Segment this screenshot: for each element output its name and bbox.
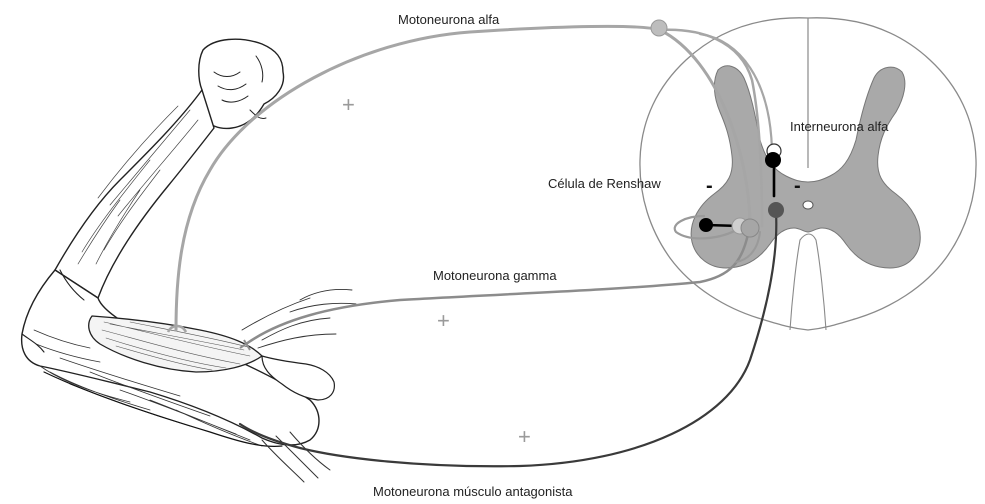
minus-sign-interneuron: - [794, 175, 801, 197]
label-gamma-motor: Motoneurona gamma [433, 268, 557, 283]
fist-outline [199, 39, 284, 128]
label-antagonist-motor: Motoneurona músculo antagonista [373, 484, 573, 499]
label-alpha-motor: Motoneurona alfa [398, 12, 500, 27]
plus-sign-gamma: + [437, 308, 450, 333]
forearm-outline [55, 90, 214, 298]
minus-sign-renshaw: - [706, 175, 713, 197]
plus-sign-alpha: + [342, 92, 355, 117]
arm-illustration [22, 39, 356, 482]
alpha-motor-dorsal-node [651, 20, 667, 36]
gamma-motor-cell [741, 219, 759, 237]
label-renshaw: Célula de Renshaw [548, 176, 661, 191]
plus-sign-antagonist: + [518, 424, 531, 449]
interneuron-cell [765, 152, 781, 168]
renshaw-cell [699, 218, 713, 232]
central-canal [803, 201, 813, 209]
antagonist-cell [768, 202, 784, 218]
label-alpha-interneuron: Interneurona alfa [790, 119, 889, 134]
